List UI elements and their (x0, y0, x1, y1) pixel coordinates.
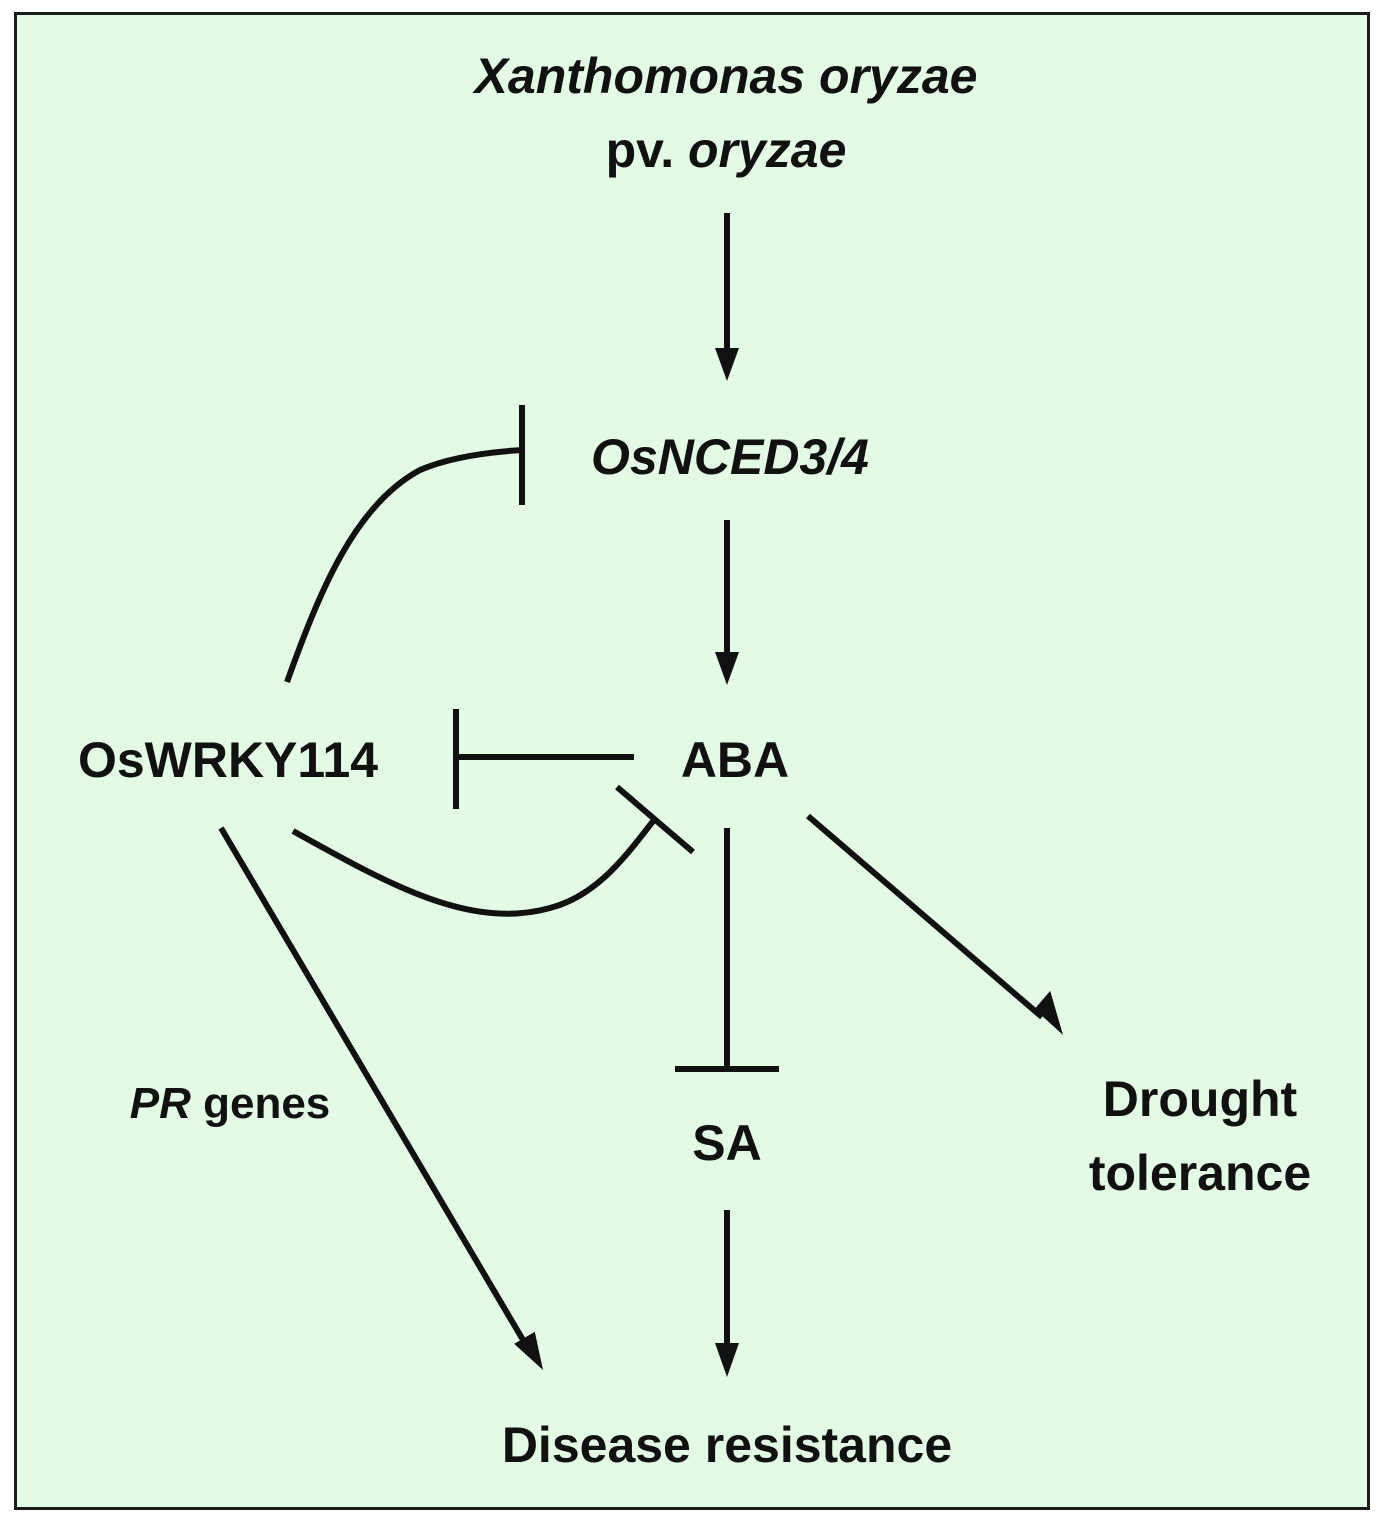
inhibition-aba-to-sa (675, 828, 779, 1072)
node-drought-line2: tolerance (1089, 1145, 1311, 1201)
node-oswrky114: OsWRKY114 (78, 732, 378, 788)
pr-genes-rest: genes (203, 1079, 330, 1128)
inhibition-aba-to-oswrky (453, 709, 634, 809)
node-sa: SA (692, 1115, 761, 1171)
pv-prefix: pv. (606, 122, 675, 178)
arrow-osnced-to-aba (715, 520, 739, 685)
node-drought-line1: Drought (1103, 1071, 1298, 1127)
edge-label-pr-genes: PR genes (130, 1079, 331, 1128)
arrow-sa-to-disease (715, 1210, 739, 1377)
node-aba: ABA (681, 732, 789, 788)
node-xanthomonas-line2: pv. oryzae (606, 122, 847, 178)
arrow-aba-to-drought (806, 813, 1063, 1035)
node-osnced: OsNCED3/4 (591, 429, 869, 485)
node-xanthomonas-line1: Xanthomonas oryzae (472, 48, 978, 104)
inhibition-oswrky-to-aba (291, 784, 695, 917)
pathovar-name: oryzae (688, 122, 846, 178)
pr-italic: PR (130, 1079, 191, 1128)
diagram-frame (14, 12, 1370, 1510)
arrow-oswrky-to-disease (218, 826, 543, 1370)
inhibition-oswrky-to-osnced (284, 405, 525, 684)
arrow-xoo-to-osnced (715, 213, 739, 381)
node-disease-resistance: Disease resistance (502, 1417, 952, 1473)
